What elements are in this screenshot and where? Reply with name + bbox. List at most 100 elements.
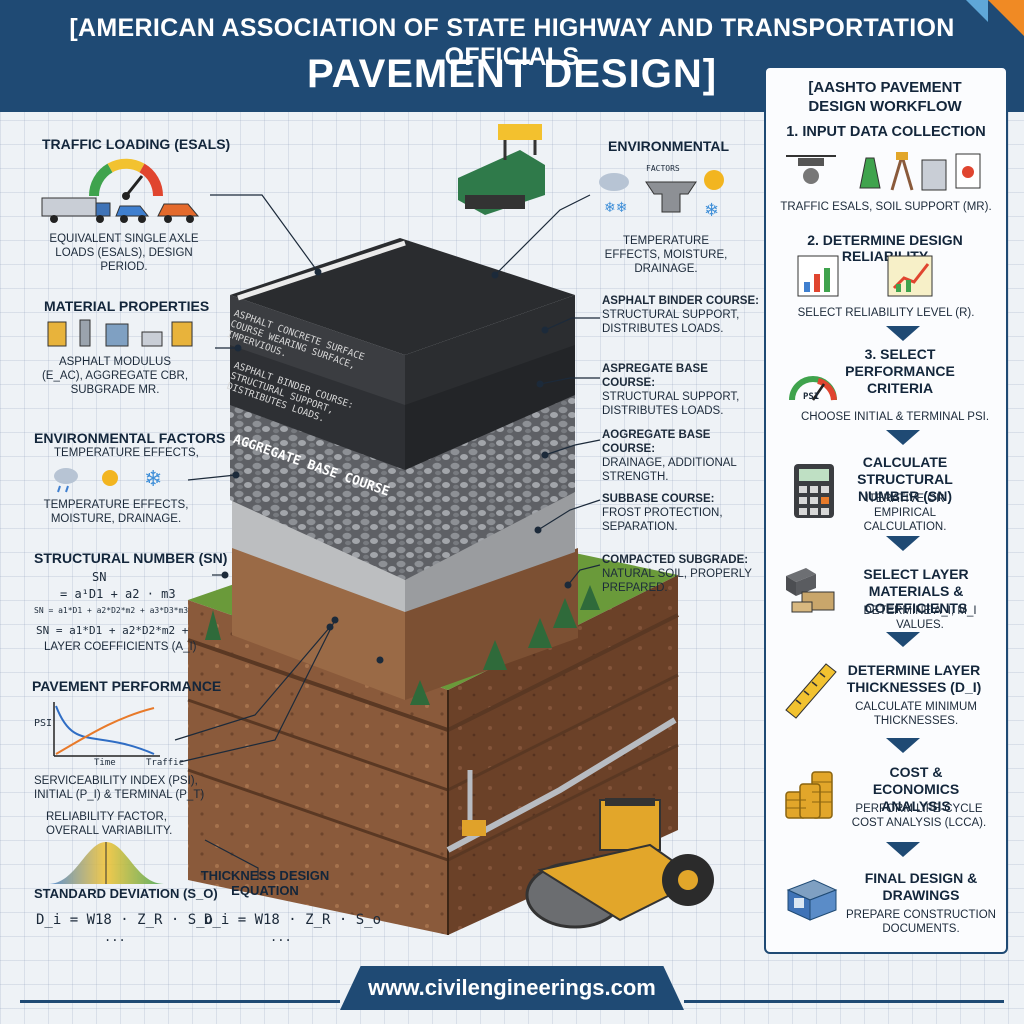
vehicles-icon bbox=[41, 197, 200, 223]
workflow-step-4-desc: ITERATIVE OR EMPIRICAL CALCULATION. bbox=[863, 493, 947, 533]
psi-gauge-label: PSI bbox=[803, 392, 820, 402]
environmental-factors-title: ENVIRONMENTAL FACTORS bbox=[34, 430, 226, 446]
road-roller-illustration bbox=[525, 798, 714, 929]
traffic-loading-desc: EQUIVALENT SINGLE AXLE LOADS (ESALs), DE… bbox=[49, 233, 199, 273]
coins-icon bbox=[785, 771, 833, 819]
aggregate-base-right bbox=[405, 385, 575, 580]
binder-course-front bbox=[230, 340, 405, 470]
workflow-step-1-desc: TRAFFIC ESALs, SOIL SUPPORT (Mr). bbox=[780, 201, 992, 213]
workflow-step-5-desc: DETERMINE a_i, m_i VALUES. bbox=[863, 605, 977, 631]
workflow-arrow-6 bbox=[886, 842, 920, 857]
subgrade-layer-right bbox=[405, 548, 578, 700]
callout-desc: STRUCTURAL SUPPORT, DISTRIBUTES LOADS. bbox=[602, 391, 740, 417]
surface-course-top bbox=[230, 238, 575, 355]
footer-line-right bbox=[684, 1000, 1004, 1003]
standard-deviation-title: STANDARD DEVIATION (S_o) bbox=[34, 886, 218, 901]
binder-course-right bbox=[405, 340, 575, 470]
subbase-layer-right bbox=[405, 492, 575, 612]
sn-equation-line1: SN bbox=[92, 570, 107, 584]
traffic-loading-title: TRAFFIC LOADING (ESALs) bbox=[42, 136, 231, 152]
perf-axis-traffic: Traffic bbox=[146, 758, 184, 768]
material-properties-desc: ASPHALT MODULUS (E_ac), AGGREGATE CBR, S… bbox=[41, 356, 189, 396]
std-equation: D_i = W18 · Z_R · S_o bbox=[36, 912, 214, 928]
pavement-performance-title: PAVEMENT PERFORMANCE bbox=[32, 678, 222, 694]
svg-text:❄: ❄ bbox=[704, 200, 719, 220]
environmental-icon-label: FACTORS bbox=[646, 164, 680, 173]
material-properties-title: MATERIAL PROPERTIES bbox=[44, 298, 210, 314]
environmental-middle-title: ENVIRONMENTAL bbox=[608, 138, 730, 154]
thickness-equation: D_i = W18 · Z_R · S_o bbox=[204, 912, 382, 928]
workflow-step-8-desc: PREPARE CONSTRUCTION DOCUMENTS. bbox=[846, 909, 996, 935]
callout-subgrade: COMPACTED SUBGRADE: NATURAL SOIL, PROPER… bbox=[602, 553, 762, 595]
workflow-step-8-title: FINAL DESIGN & DRAWINGS bbox=[864, 870, 978, 903]
workflow-arrow-4 bbox=[886, 632, 920, 647]
callout-subbase: SUBBASE COURSE: FROST PROTECTION, SEPARA… bbox=[602, 492, 762, 534]
workflow-step-2-desc: SELECT RELIABILITY LEVEL (R). bbox=[797, 307, 975, 319]
perf-axis-psi: PSI bbox=[34, 718, 53, 729]
header-title-line2: PAVEMENT DESIGN] bbox=[306, 52, 718, 96]
workflow-step-3-title: 3. SELECT PERFORMANCE CRITERIA bbox=[845, 346, 955, 396]
callout-title: AOGREGATE BASE COURSE: bbox=[602, 429, 711, 455]
callout-title: COMPACTED SUBGRADE: bbox=[602, 554, 749, 566]
callout-aggregate-2: AOGREGATE BASE COURSE: DRAINAGE, ADDITIO… bbox=[602, 428, 762, 484]
thickness-equation-tail: ... bbox=[270, 930, 292, 944]
workflow-step-6-title: DETERMINE LAYER THICKNESSES (D_i) bbox=[846, 662, 982, 695]
callout-title: SUBBASE COURSE: bbox=[602, 493, 715, 505]
callout-desc: STRUCTURAL SUPPORT, DISTRIBUTES LOADS. bbox=[602, 309, 740, 335]
environmental-factors-icon: ❄❄ ❄ bbox=[599, 170, 724, 220]
callout-binder: ASPHALT BINDER COURSE: STRUCTURAL SUPPOR… bbox=[602, 294, 762, 336]
weather-icons: ❄ bbox=[54, 467, 162, 493]
ruler-icon bbox=[785, 663, 837, 719]
calculator-icon bbox=[794, 464, 834, 518]
workflow-step-5-title: SELECT LAYER MATERIALS & COEFFICIENTS bbox=[863, 566, 969, 616]
thickness-design-title: THICKNESS DESIGN EQUATION bbox=[200, 868, 330, 898]
callout-desc: DRAINAGE, ADDITIONAL STRENGTH. bbox=[602, 457, 737, 483]
material-testing-icons bbox=[47, 319, 193, 347]
traffic-gauge-icon bbox=[88, 158, 164, 200]
environmental-factors-sub: TEMPERATURE EFFECTS, bbox=[54, 447, 199, 459]
svg-text:❄: ❄ bbox=[144, 467, 162, 492]
workflow-step-1-title: 1. INPUT DATA COLLECTION bbox=[786, 124, 986, 140]
surface-course-right bbox=[405, 295, 575, 405]
sn-equation-line4: SN = a1*D1 + a2*D2*m2 + bbox=[36, 624, 189, 637]
workflow-arrow-2 bbox=[886, 430, 920, 445]
header-corner-accent-blue bbox=[966, 0, 988, 22]
std-equation-tail: ... bbox=[104, 930, 126, 944]
reliability-chart-icons bbox=[797, 255, 933, 297]
blueprint-drawing-icon bbox=[786, 879, 838, 921]
workflow-arrow-1 bbox=[886, 326, 920, 341]
structural-number-title: STRUCTURAL NUMBER (SN) bbox=[34, 550, 228, 566]
psi-gauge-icon bbox=[789, 376, 837, 401]
performance-curve-chart bbox=[53, 702, 160, 757]
footer-line-left bbox=[20, 1000, 340, 1003]
footer-banner bbox=[340, 966, 684, 1010]
callout-title: ASPREGATE BASE COURSE: bbox=[602, 363, 708, 389]
data-collection-icons bbox=[786, 152, 981, 191]
aggregate-base-front bbox=[230, 385, 405, 580]
callout-aggregate-1: ASPREGATE BASE COURSE: STRUCTURAL SUPPOR… bbox=[602, 362, 762, 418]
header-title-line1: [AMERICAN ASSOCIATION OF STATE HIGHWAY A… bbox=[69, 14, 955, 71]
workflow-arrow-3 bbox=[886, 536, 920, 551]
workflow-step-4-title: CALCULATE STRUCTURAL NUMBER (SN) bbox=[857, 454, 953, 504]
performance-desc: SERVICEABILITY INDEX (PSI), INITIAL (p_i… bbox=[34, 775, 205, 801]
workflow-step-3-desc: CHOOSE INITIAL & TERMINAL PSI. bbox=[800, 411, 990, 423]
header-corner-accent bbox=[988, 0, 1024, 36]
svg-text:❄❄: ❄❄ bbox=[604, 200, 627, 216]
workflow-step-7-desc: PERFORM LIFE-CYCLE COST ANALYSIS (LCCA). bbox=[851, 803, 987, 829]
bell-curve-icon bbox=[48, 842, 164, 884]
workflow-arrow-5 bbox=[886, 738, 920, 753]
footer-website-link[interactable]: www.civilengineerings.com bbox=[368, 975, 656, 1000]
callout-title: ASPHALT BINDER COURSE: bbox=[602, 295, 759, 307]
callout-desc: NATURAL SOIL, PROPERLY PREPARED. bbox=[602, 568, 752, 594]
layer-materials-icon bbox=[786, 568, 835, 613]
sn-equation-line2: = a¹D1 + a2 · m3 bbox=[60, 587, 176, 601]
environmental-factors-desc: TEMPERATURE EFFECTS, MOISTURE, DRAINAGE. bbox=[43, 499, 189, 525]
workflow-step-7-title: COST & ECONOMICS ANALYSIS bbox=[872, 764, 960, 814]
environmental-middle-desc: TEMPERATURE EFFECTS, MOISTURE, DRAINAGE. bbox=[604, 235, 728, 275]
subgrade-layer-front bbox=[232, 545, 405, 700]
perf-axis-time: Time bbox=[94, 758, 116, 768]
callout-desc: FROST PROTECTION, SEPARATION. bbox=[602, 507, 723, 533]
workflow-title: [AASHTO PAVEMENT DESIGN WORKFLOW bbox=[808, 79, 962, 115]
reliability-desc: RELIABILITY FACTOR, OVERALL VARIABILITY. bbox=[46, 811, 173, 837]
